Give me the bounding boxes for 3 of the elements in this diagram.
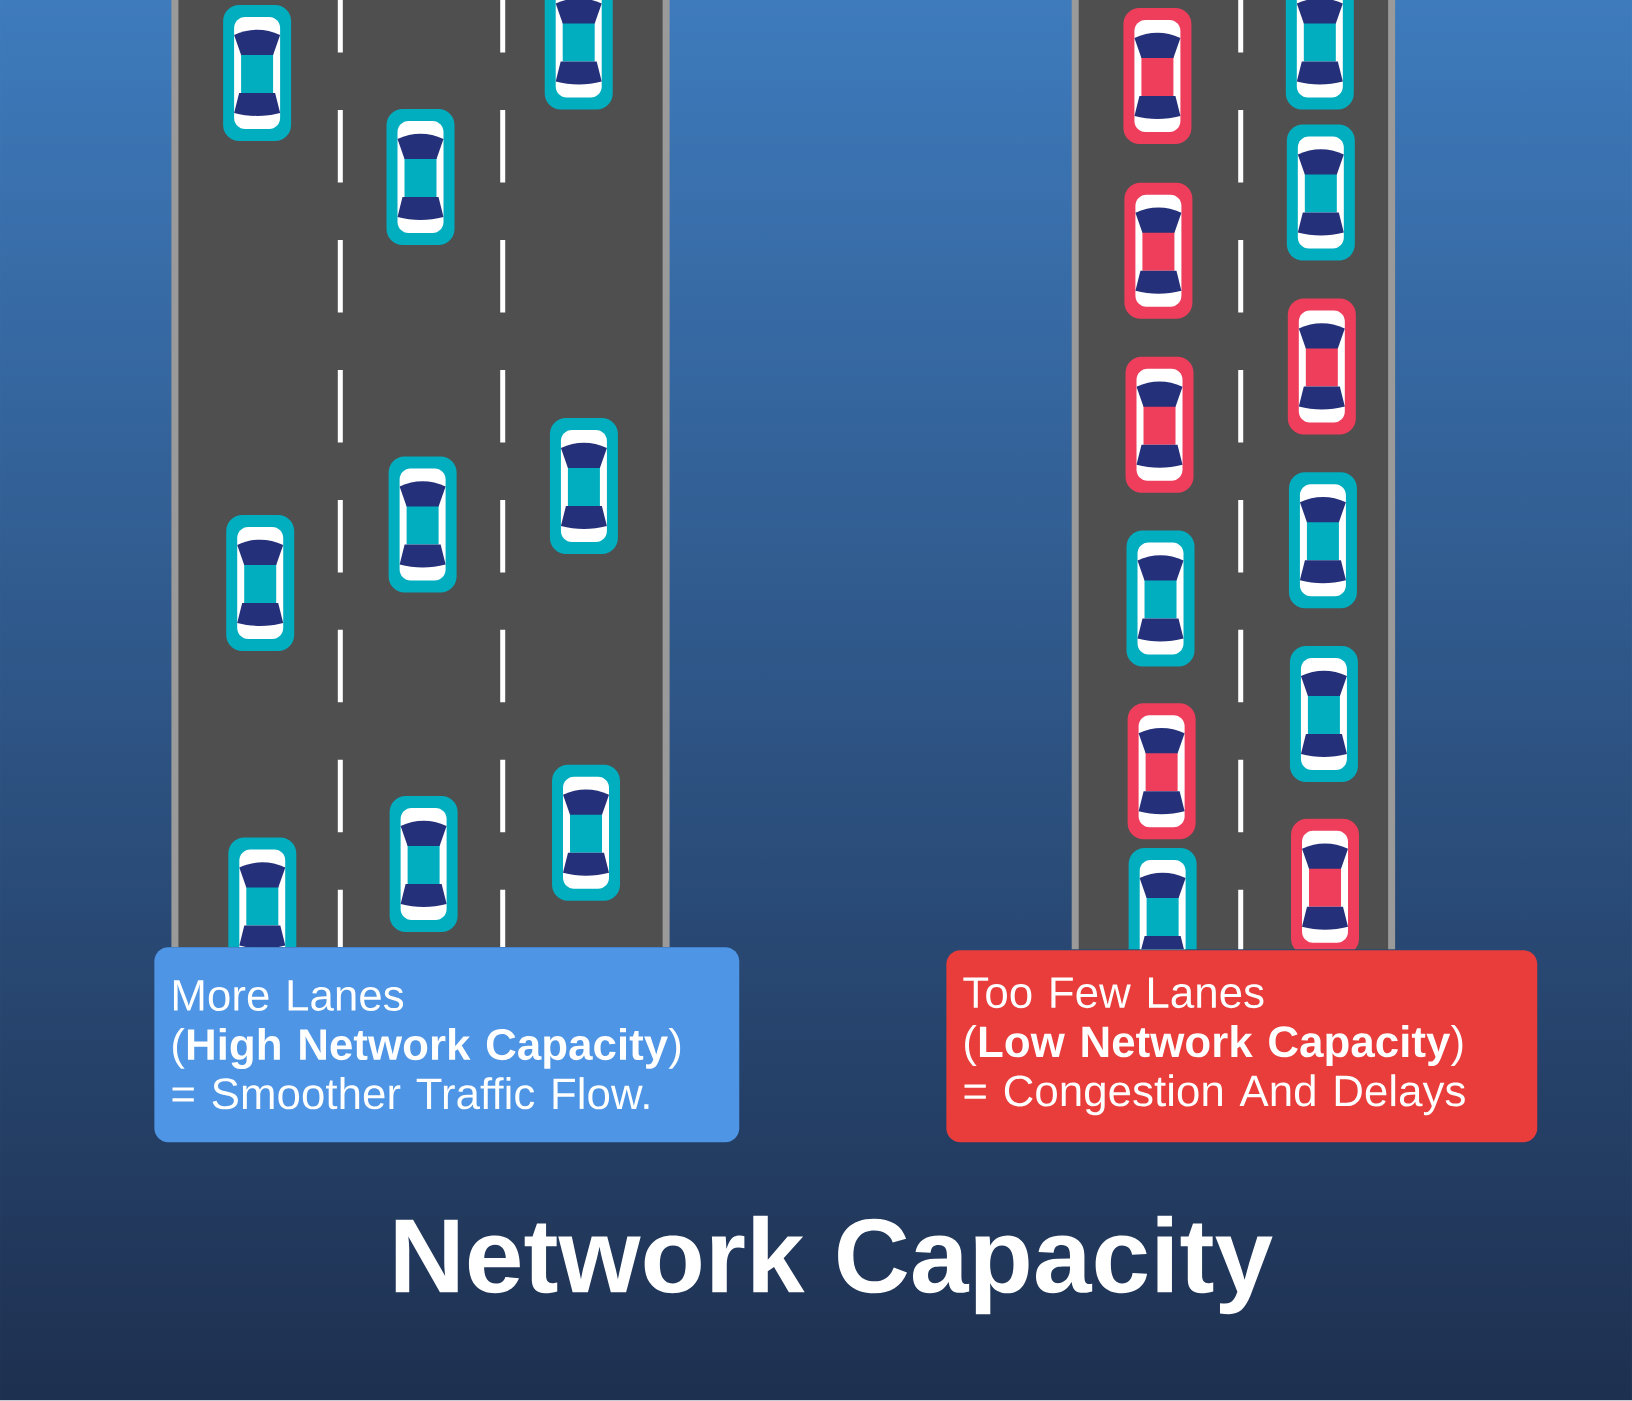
caption-box: Too Few Lanes (Low Network Capacity) = Congestion And Delays	[946, 950, 1538, 1143]
title: Network Capacity	[395, 1215, 1273, 1315]
caption-box: More Lanes (High Network Capacity) = Smoother Traffic Flow.	[154, 947, 740, 1143]
